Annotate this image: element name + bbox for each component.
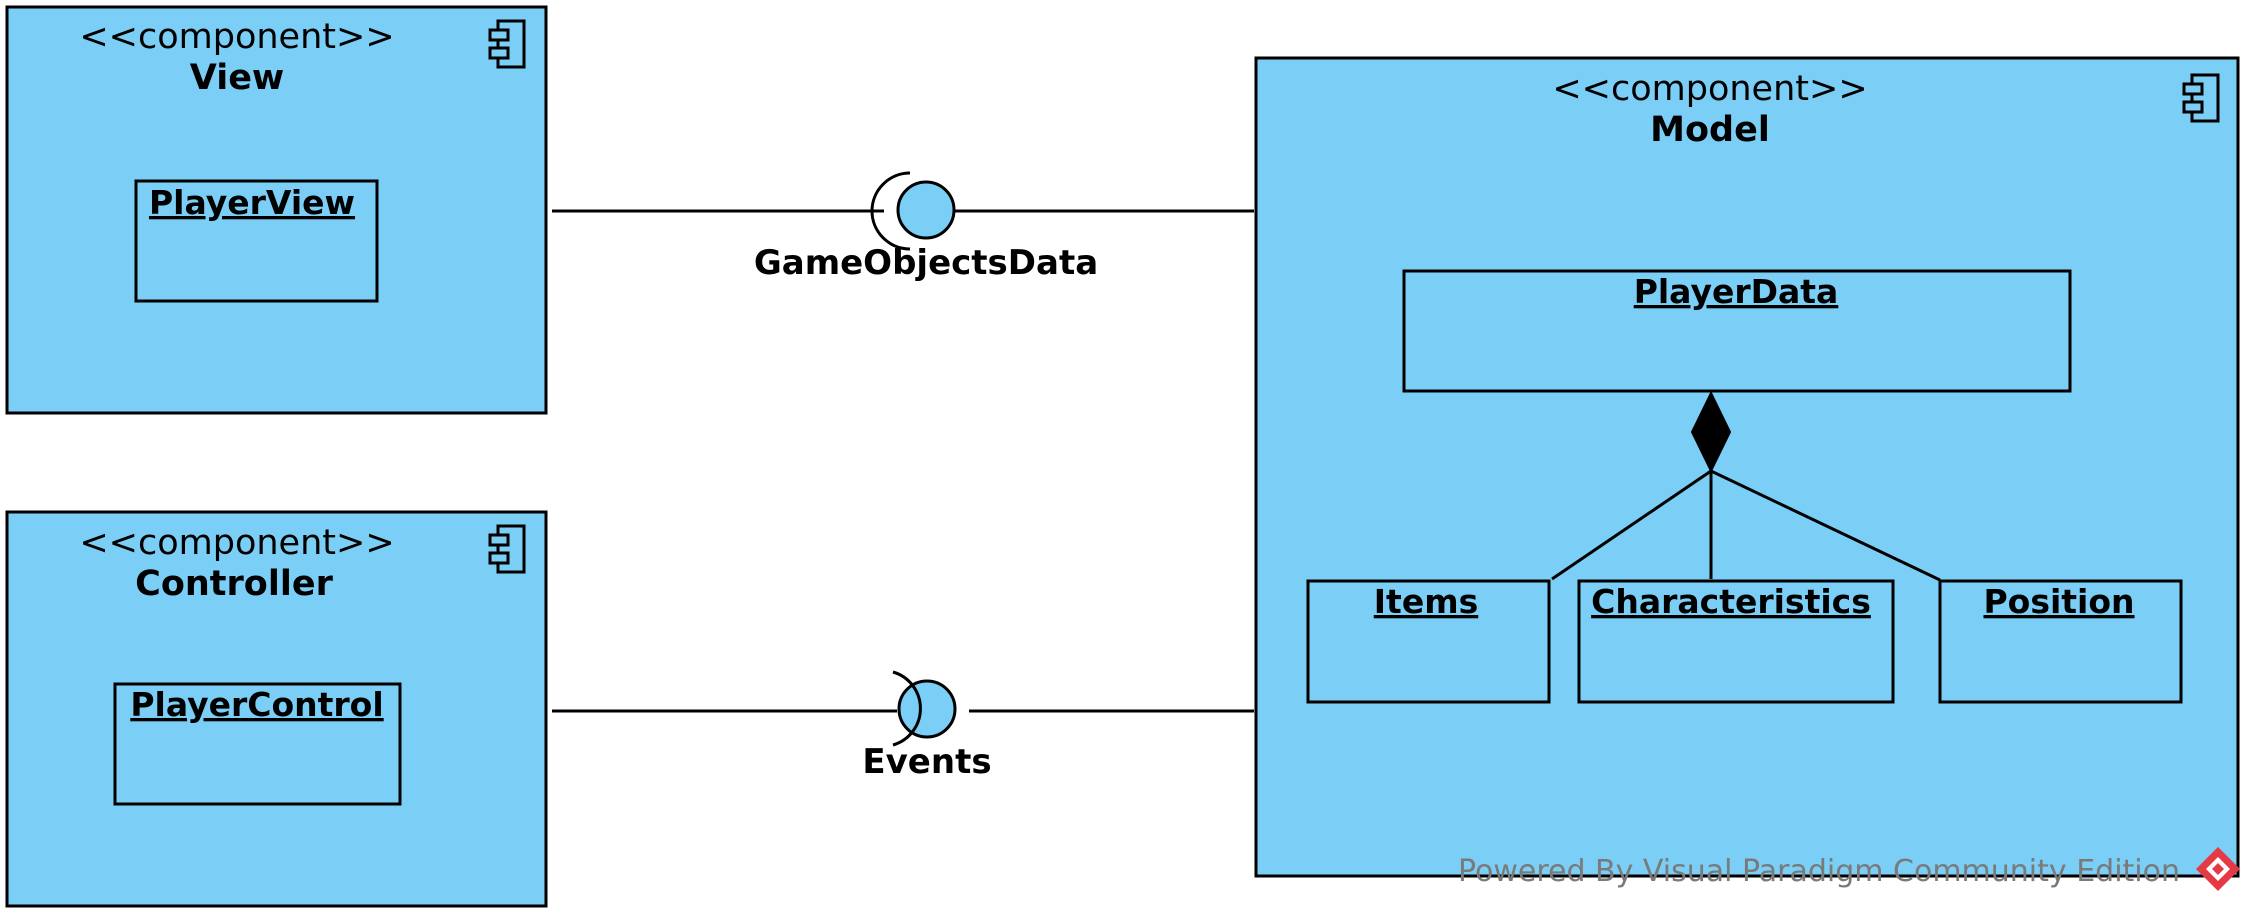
items-part[interactable]: Items xyxy=(1306,579,1551,704)
required-socket-icon xyxy=(870,171,911,251)
controller-title: Controller xyxy=(135,564,333,604)
characteristics-part[interactable]: Characteristics xyxy=(1577,579,1895,704)
position-part[interactable]: Position xyxy=(1938,579,2183,704)
model-stereotype: <<component>> xyxy=(1552,69,1867,109)
visual-paradigm-logo-icon xyxy=(2196,847,2240,891)
playerview-label: PlayerView xyxy=(149,183,355,222)
playerdata-label: PlayerData xyxy=(1634,272,1839,311)
view-title: View xyxy=(190,58,285,98)
view-component[interactable]: <<component>> View PlayerView xyxy=(5,5,548,415)
watermark-text: Powered By Visual Paradigm Community Edi… xyxy=(1458,854,2180,889)
playerview-part[interactable]: PlayerView xyxy=(134,179,379,303)
playerdata-part[interactable]: PlayerData xyxy=(1402,269,2072,393)
events-interface[interactable]: Events xyxy=(552,670,1254,782)
playercontrol-part[interactable]: PlayerControl xyxy=(113,682,402,806)
gameobjectsdata-label: GameObjectsData xyxy=(754,243,1098,283)
model-title: Model xyxy=(1650,110,1770,150)
gameobjectsdata-interface[interactable]: GameObjectsData xyxy=(552,171,1254,283)
watermark: Powered By Visual Paradigm Community Edi… xyxy=(1458,847,2240,891)
controller-stereotype: <<component>> xyxy=(79,523,394,563)
required-socket-icon xyxy=(892,670,922,747)
events-label: Events xyxy=(862,742,991,782)
view-stereotype: <<component>> xyxy=(79,17,394,57)
items-label: Items xyxy=(1374,582,1478,621)
composition-relationship[interactable] xyxy=(1551,390,1941,582)
characteristics-label: Characteristics xyxy=(1591,582,1871,621)
provided-lollipop-icon xyxy=(896,180,956,240)
position-label: Position xyxy=(1983,582,2134,621)
playercontrol-label: PlayerControl xyxy=(130,685,383,724)
model-component[interactable]: <<component>> Model PlayerData Items Cha… xyxy=(1254,56,2240,878)
provided-lollipop-icon xyxy=(897,679,957,739)
controller-component[interactable]: <<component>> Controller PlayerControl xyxy=(5,510,548,908)
